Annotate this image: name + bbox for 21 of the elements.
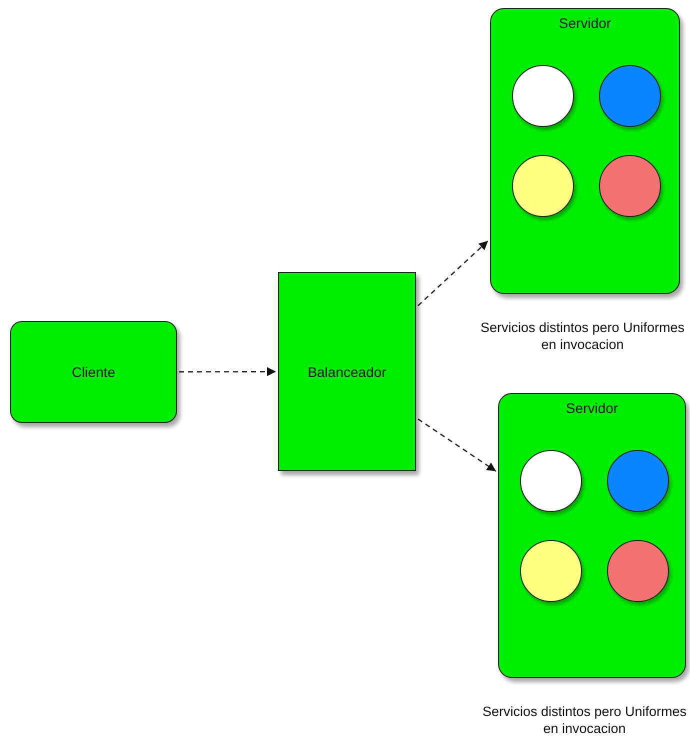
server-box xyxy=(498,393,686,678)
service-circle xyxy=(599,155,661,217)
node-label: Cliente xyxy=(72,364,116,380)
dashed-arrow xyxy=(418,240,488,306)
service-circle xyxy=(599,65,661,127)
service-circle xyxy=(607,540,669,602)
service-circle xyxy=(520,540,582,602)
caption-text: Servicios distintos pero Uniformes en invocacion xyxy=(480,320,685,354)
node-label: Balanceador xyxy=(308,364,386,380)
dashed-arrow xyxy=(418,418,496,472)
service-circle xyxy=(512,65,574,127)
server-box xyxy=(490,8,680,294)
node-label: Servidor xyxy=(558,15,612,31)
service-circle xyxy=(520,450,582,512)
node-label: Servidor xyxy=(566,400,618,416)
service-circle xyxy=(607,450,669,512)
caption-text: Servicios distintos pero Uniformes en invocacion xyxy=(482,704,687,738)
process-box xyxy=(278,272,416,471)
service-circle xyxy=(512,155,574,217)
process-box xyxy=(10,321,177,423)
dashed-arrow xyxy=(179,367,276,376)
